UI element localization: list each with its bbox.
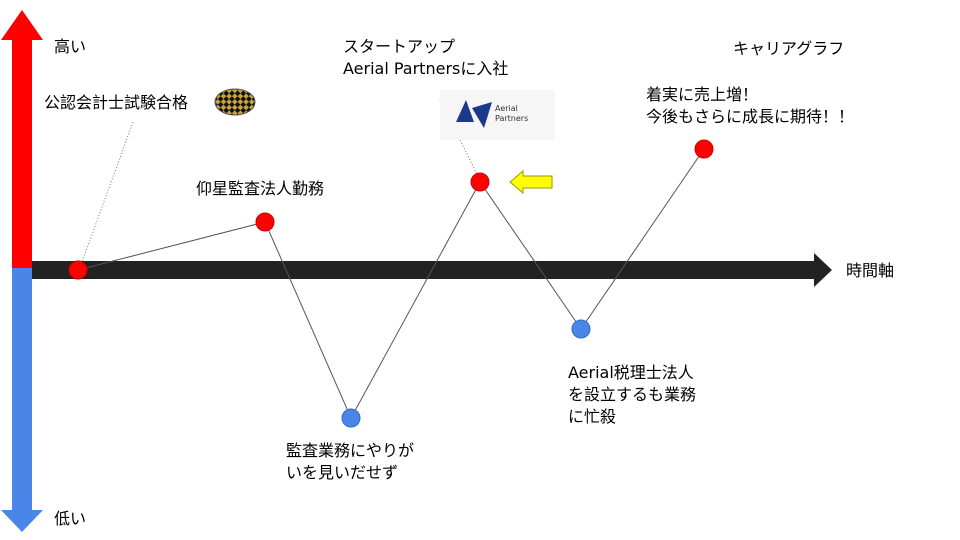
- point-cpa-pass: [68, 260, 88, 280]
- career-line: [77, 148, 705, 420]
- chart-title: キャリアグラフ: [733, 39, 845, 58]
- point-growth: [694, 139, 714, 159]
- label-line: Aerial Partnersに入社: [343, 59, 509, 78]
- y-axis-high-arrow: [1, 10, 43, 268]
- event-label: スタートアップ Aerial Partnersに入社: [343, 36, 508, 80]
- event-label: 仰星監査法人勤務: [196, 179, 325, 198]
- event-label: 着実に売上増！ 今後もさらに成長に期待！！: [646, 84, 854, 128]
- point-aerial-join: [470, 172, 490, 192]
- point-tax-firm: [571, 319, 591, 339]
- logo-line: Aerial: [495, 104, 518, 113]
- label-line: を設立するも業務: [568, 385, 697, 404]
- label-line: Aerial税理士法人: [568, 363, 694, 382]
- event-label: 公認会計士試験合格: [44, 93, 189, 112]
- label-line: 今後もさらに成長に期待！！: [646, 107, 855, 126]
- logo-text: Aerial Partners: [495, 104, 528, 124]
- aerial-logo-mark-icon: [456, 100, 492, 128]
- label-line: 着実に売上増！: [646, 85, 759, 104]
- label-line: に忙殺: [568, 407, 617, 426]
- checkered-badge-icon: [214, 88, 256, 116]
- point-gyosei: [255, 212, 275, 232]
- event-label: 監査業務にやりが いを見いだせず: [286, 440, 414, 484]
- label-line: スタートアップ: [343, 37, 456, 56]
- y-axis-low-arrow: [1, 268, 43, 532]
- label-line: いを見いだせず: [286, 463, 399, 482]
- event-label: Aerial税理士法人 を設立するも業務 に忙殺: [568, 362, 696, 428]
- label-line: 監査業務にやりが: [286, 441, 415, 460]
- y-axis-low-label: 低い: [54, 509, 87, 528]
- y-axis-high-label: 高い: [54, 37, 87, 56]
- logo-line: Partners: [495, 114, 529, 123]
- x-axis-label: 時間軸: [846, 261, 895, 280]
- point-audit-low: [341, 408, 361, 428]
- aerial-partners-logo: Aerial Partners: [440, 90, 555, 140]
- callout-line: [81, 121, 134, 263]
- pointer-arrow-icon: [509, 169, 553, 195]
